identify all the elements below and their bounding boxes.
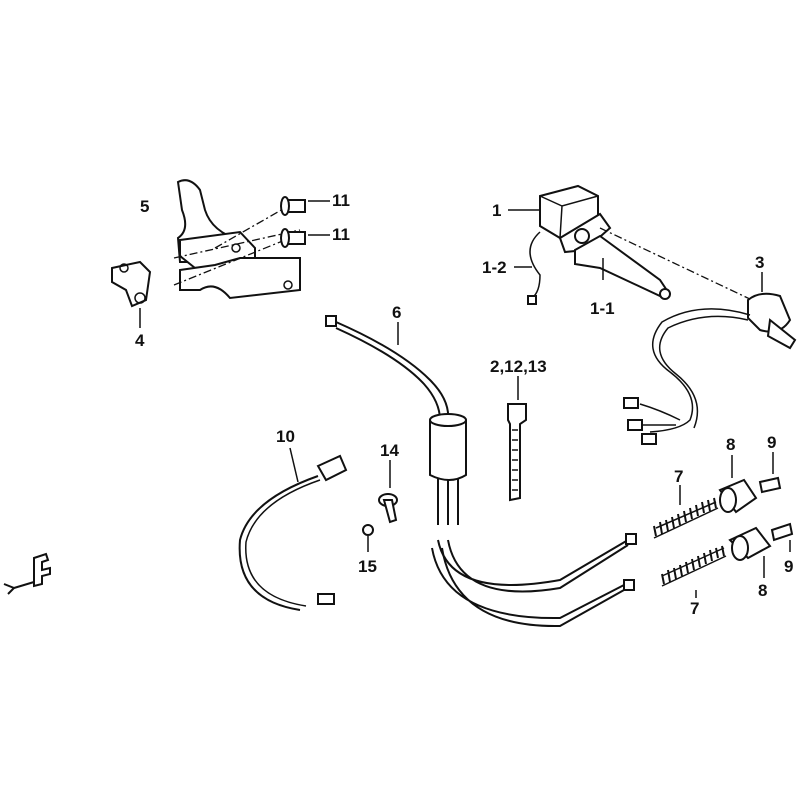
callout-3: 3 xyxy=(755,253,764,272)
callout-14: 14 xyxy=(380,441,399,460)
callout-8-lower: 8 xyxy=(758,581,767,600)
part-10-wire xyxy=(238,447,348,611)
part-3-switch xyxy=(623,272,797,445)
callout-labels: 5 11 11 4 1 1-2 1-1 3 6 2,12,13 10 14 15… xyxy=(135,191,793,618)
part-5-lever-bracket xyxy=(173,179,301,300)
callout-7-upper: 7 xyxy=(674,467,683,486)
callout-9-upper: 9 xyxy=(767,433,776,452)
part-7-8-9-lower xyxy=(661,522,794,598)
part-7-8-9-upper xyxy=(653,452,782,539)
part-2-12-13-cable-tie xyxy=(507,376,527,502)
callout-1-2: 1-2 xyxy=(482,258,507,277)
callout-6: 6 xyxy=(392,303,401,322)
callout-1: 1 xyxy=(492,201,501,220)
callout-15: 15 xyxy=(358,557,377,576)
callout-11-upper: 11 xyxy=(332,191,350,210)
callout-4: 4 xyxy=(135,331,145,350)
part-11-bolts xyxy=(280,196,330,248)
part-15-screw xyxy=(362,524,374,552)
callout-5: 5 xyxy=(140,197,149,216)
callout-2-12-13: 2,12,13 xyxy=(490,357,547,376)
callout-1-1: 1-1 xyxy=(590,299,615,318)
callout-9-lower: 9 xyxy=(784,557,793,576)
front-direction-arrow xyxy=(3,552,51,595)
callout-11-lower: 11 xyxy=(332,225,350,244)
part-4-bracket xyxy=(111,260,152,328)
part-6-cable xyxy=(325,315,637,628)
callout-7-lower: 7 xyxy=(690,599,699,618)
part-1-master-cylinder xyxy=(508,184,753,305)
callout-10: 10 xyxy=(276,427,295,446)
part-14-clip xyxy=(378,460,398,524)
callout-8-upper: 8 xyxy=(726,435,735,454)
